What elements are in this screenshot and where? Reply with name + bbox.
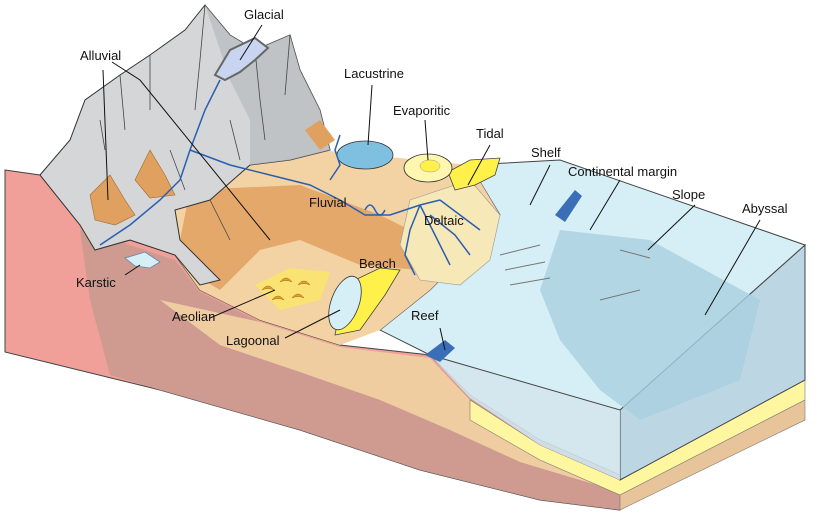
lake	[336, 140, 394, 170]
front-sea-face	[430, 355, 620, 480]
alluvial-fan-2	[134, 149, 176, 199]
alluvial-plain	[180, 185, 430, 290]
label-fluvial: Fluvial	[309, 195, 347, 210]
label-abyssal: Abyssal	[742, 201, 788, 216]
lagoon-water	[328, 275, 362, 331]
alluvial-fan-1	[89, 174, 136, 226]
front-strata-tan	[160, 300, 620, 492]
alluvial-fan-3	[305, 120, 335, 150]
evaporite-pool	[419, 159, 441, 173]
label-aeolian: Aeolian	[172, 309, 215, 324]
label-alluvial: Alluvial	[80, 48, 121, 63]
delta-sand	[399, 179, 501, 286]
label-shelf: Shelf	[531, 145, 561, 160]
shelf-ridges	[499, 244, 651, 301]
label-slope: Slope	[672, 187, 705, 202]
label-lagoonal: Lagoonal	[226, 333, 280, 348]
label-evaporitic: Evaporitic	[393, 103, 451, 118]
right-bottom-strata	[619, 399, 806, 511]
label-continental-margin: Continental margin	[568, 164, 677, 179]
label-glacial: Glacial	[244, 7, 284, 22]
leader-lines	[102, 24, 761, 351]
river-system	[99, 79, 481, 276]
reef-2	[555, 190, 582, 222]
reef-1	[425, 340, 455, 362]
karst-cave	[124, 251, 161, 269]
mountain-ridges	[99, 4, 291, 241]
label-tidal: Tidal	[476, 126, 504, 141]
label-lacustrine: Lacustrine	[344, 66, 404, 81]
label-beach: Beach	[359, 256, 396, 271]
mountain-shade	[205, 5, 330, 165]
label-deltaic: Deltaic	[424, 213, 464, 228]
deep-water-zone	[540, 230, 760, 420]
label-reef: Reef	[411, 308, 439, 323]
glacier	[213, 36, 270, 82]
label-karstic: Karstic	[76, 275, 116, 290]
dune-crests	[261, 277, 311, 301]
